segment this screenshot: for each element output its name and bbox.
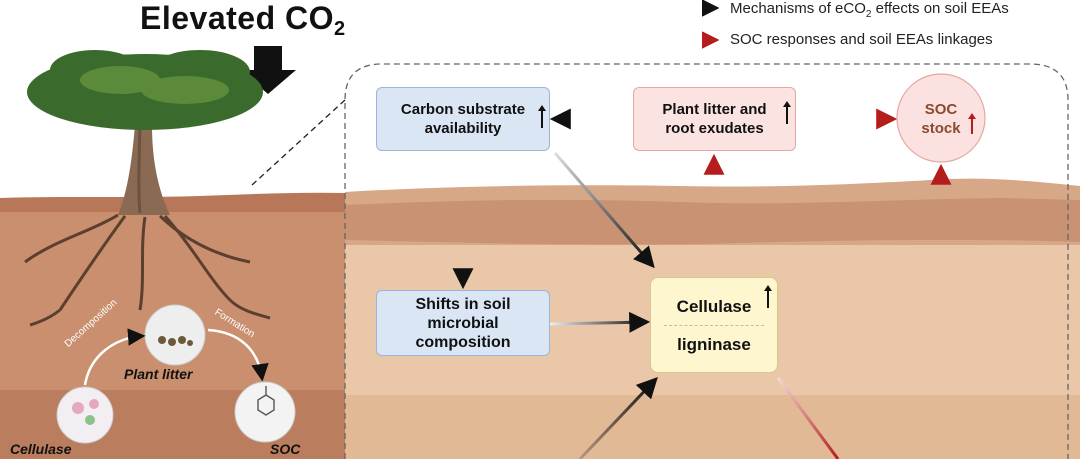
cellulase-cycle-label: Cellulase [10,441,72,457]
enzyme-blobs-icon [72,399,99,425]
arrow-enzymes-down-red [776,377,840,459]
zoom-line [251,99,346,186]
soc-stock-circle [896,73,986,163]
soc-circle [234,381,296,443]
enzymes-box: Cellulase ligninase [650,277,778,373]
legend-red-label: SOC responses and soil EEAs linkages [730,31,993,48]
cellulase-circle [56,386,114,444]
molecule-icon [257,386,275,416]
soc-cycle-label: SOC [270,441,301,457]
arrow-bottom-to-enzymes [578,376,658,459]
page-title: Elevated CO2 [140,0,346,40]
ligninase-label: ligninase [677,334,751,354]
plant-litter-circle [144,304,206,366]
arrow-shifts-to-enzymes [549,311,651,333]
up-arrow-icon [764,285,772,308]
up-arrow-icon [968,113,976,134]
soil-right-deep [345,395,1080,459]
up-arrow-icon [783,101,791,124]
arrow-carbon-to-enzymes [553,152,655,269]
tree-icon [24,50,271,327]
up-arrow-icon [538,105,546,128]
plant-litter-label: Plant litter [124,366,193,382]
zoom-frame [344,63,1069,459]
decomposition-arrow [83,328,146,386]
litter-particles-icon [158,336,193,346]
legend-black-label: Mechanisms of eCO2 effects on soil EEAs [730,0,1009,20]
cellulase-label: Cellulase [676,296,752,316]
formation-arrow [207,328,269,382]
enzymes-divider [664,324,764,326]
